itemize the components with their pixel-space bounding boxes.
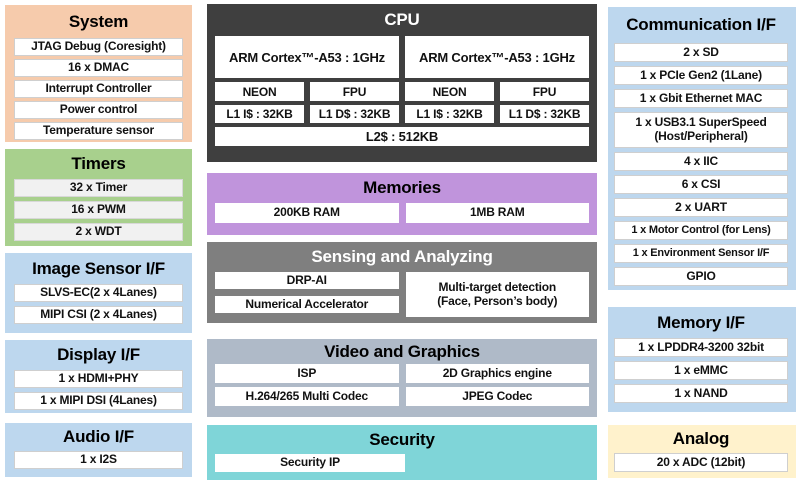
cpu-l2-cache: L2$ : 512KB	[215, 127, 589, 146]
feature-row: 1MB RAM	[405, 203, 589, 223]
feature-row: 1 x USB3.1 SuperSpeed (Host/Peripheral)	[614, 112, 788, 148]
block-timers: Timers 32 x Timer 16 x PWM 2 x WDT	[5, 149, 192, 246]
feature-row: 1 x Environment Sensor I/F	[614, 244, 788, 263]
feature-row: MIPI CSI (2 x 4Lanes)	[14, 306, 183, 324]
feature-row: 4 x IIC	[614, 152, 788, 171]
feature-row: Security IP	[215, 454, 405, 472]
feature-row: GPIO	[614, 267, 788, 286]
block-title-memories: Memories	[363, 178, 441, 197]
block-title-video-graphics: Video and Graphics	[324, 342, 480, 361]
block-communication-if: Communication I/F 2 x SD 1 x PCIe Gen2 (…	[608, 7, 796, 290]
block-image-sensor-if: Image Sensor I/F SLVS-EC(2 x 4Lanes) MIP…	[5, 253, 192, 333]
block-display-if: Display I/F 1 x HDMI+PHY 1 x MIPI DSI (4…	[5, 340, 192, 413]
cpu-unit: FPU	[500, 82, 589, 101]
feature-row: 200KB RAM	[215, 203, 399, 223]
feature-row: 1 x HDMI+PHY	[14, 370, 183, 388]
analog-rows: 20 x ADC (12bit)	[614, 453, 788, 472]
audio-rows: 1 x I2S	[14, 451, 183, 469]
feature-row: Power control	[14, 101, 183, 119]
video-rows: ISP 2D Graphics engine H.264/265 Multi C…	[215, 364, 589, 406]
system-rows: JTAG Debug (Coresight) 16 x DMAC Interru…	[14, 38, 183, 140]
feature-row: DRP-AI	[215, 272, 399, 289]
feature-row: JTAG Debug (Coresight)	[14, 38, 183, 56]
left-column: System JTAG Debug (Coresight) 16 x DMAC …	[5, 5, 192, 477]
feature-row: 20 x ADC (12bit)	[614, 453, 788, 472]
memory-if-rows: 1 x LPDDR4-3200 32bit 1 x eMMC 1 x NAND	[614, 338, 788, 403]
block-memories: Memories 200KB RAM 1MB RAM	[207, 173, 597, 235]
cpu-l1-cache: L1 D$ : 32KB	[500, 105, 589, 123]
block-title-image-sensor-if: Image Sensor I/F	[32, 259, 165, 278]
block-security: Security Security IP	[207, 425, 597, 480]
feature-row: 1 x Motor Control (for Lens)	[614, 221, 788, 240]
feature-row: SLVS-EC(2 x 4Lanes)	[14, 284, 183, 302]
feature-row: H.264/265 Multi Codec	[215, 387, 399, 406]
block-sensing-analyzing: Sensing and Analyzing DRP-AI Numerical A…	[207, 242, 597, 323]
feature-row: 1 x Gbit Ethernet MAC	[614, 89, 788, 108]
block-video-graphics: Video and Graphics ISP 2D Graphics engin…	[207, 339, 597, 417]
feature-row: 2D Graphics engine	[405, 364, 589, 383]
feature-row: 1 x PCIe Gen2 (1Lane)	[614, 66, 788, 85]
block-title-audio-if: Audio I/F	[63, 427, 134, 446]
feature-row: 1 x I2S	[14, 451, 183, 469]
feature-row: 1 x NAND	[614, 384, 788, 403]
feature-row: Numerical Accelerator	[215, 296, 399, 313]
feature-row: 16 x DMAC	[14, 59, 183, 77]
memories-rows: 200KB RAM 1MB RAM	[215, 203, 589, 223]
middle-column: CPU ARM Cortex™-A53 : 1GHz ARM Cortex™-A…	[207, 4, 597, 480]
block-title-display-if: Display I/F	[57, 345, 140, 364]
block-memory-if: Memory I/F 1 x LPDDR4-3200 32bit 1 x eMM…	[608, 307, 796, 412]
feature-row: JPEG Codec	[405, 387, 589, 406]
cpu-unit: NEON	[215, 82, 304, 101]
image-sensor-rows: SLVS-EC(2 x 4Lanes) MIPI CSI (2 x 4Lanes…	[14, 284, 183, 324]
block-title-cpu: CPU	[384, 10, 420, 29]
block-title-security: Security	[369, 430, 435, 449]
feature-row: 2 x WDT	[14, 223, 183, 241]
feature-row: Temperature sensor	[14, 122, 183, 140]
block-title-timers: Timers	[71, 154, 126, 173]
feature-row: 1 x LPDDR4-3200 32bit	[614, 338, 788, 357]
multi-target-detection-box: Multi-target detection (Face, Person’s b…	[405, 272, 589, 317]
feature-row: Interrupt Controller	[14, 80, 183, 98]
feature-row: 1 x MIPI DSI (4Lanes)	[14, 392, 183, 410]
feature-row: 32 x Timer	[14, 179, 183, 197]
block-title-communication-if: Communication I/F	[626, 15, 776, 34]
feature-row: 16 x PWM	[14, 201, 183, 219]
block-title-sensing-analyzing: Sensing and Analyzing	[311, 247, 493, 266]
block-title-analog: Analog	[672, 429, 730, 448]
feature-row: 6 x CSI	[614, 175, 788, 194]
cpu-unit: FPU	[310, 82, 399, 101]
cpu-l1-cache: L1 D$ : 32KB	[310, 105, 399, 123]
communication-rows: 2 x SD 1 x PCIe Gen2 (1Lane) 1 x Gbit Et…	[614, 43, 788, 286]
block-cpu: CPU ARM Cortex™-A53 : 1GHz ARM Cortex™-A…	[207, 4, 597, 162]
right-column: Communication I/F 2 x SD 1 x PCIe Gen2 (…	[608, 7, 796, 478]
sensing-left-rows: DRP-AI Numerical Accelerator	[215, 272, 399, 313]
cpu-core: ARM Cortex™-A53 : 1GHz	[405, 36, 589, 78]
block-system: System JTAG Debug (Coresight) 16 x DMAC …	[5, 5, 192, 142]
display-rows: 1 x HDMI+PHY 1 x MIPI DSI (4Lanes)	[14, 370, 183, 410]
feature-row: 2 x UART	[614, 198, 788, 217]
block-audio-if: Audio I/F 1 x I2S	[5, 423, 192, 477]
cpu-l1-cache: L1 I$ : 32KB	[215, 105, 304, 123]
feature-row: 1 x eMMC	[614, 361, 788, 380]
feature-row: ISP	[215, 364, 399, 383]
cpu-core: ARM Cortex™-A53 : 1GHz	[215, 36, 399, 78]
block-title-system: System	[68, 12, 129, 31]
cpu-grid: ARM Cortex™-A53 : 1GHz ARM Cortex™-A53 :…	[215, 36, 589, 146]
feature-row: 2 x SD	[614, 43, 788, 62]
sensing-grid: DRP-AI Numerical Accelerator Multi-targe…	[215, 272, 589, 317]
cpu-l1-cache: L1 I$ : 32KB	[405, 105, 494, 123]
block-title-memory-if: Memory I/F	[657, 313, 745, 332]
cpu-unit: NEON	[405, 82, 494, 101]
block-analog: Analog 20 x ADC (12bit)	[608, 425, 796, 478]
timers-rows: 32 x Timer 16 x PWM 2 x WDT	[14, 179, 183, 241]
